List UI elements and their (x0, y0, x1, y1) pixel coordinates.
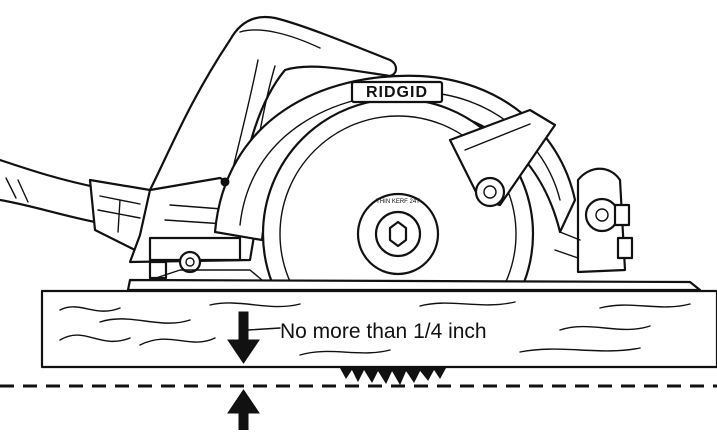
guard-lever (448, 108, 557, 208)
blade-label: THIN KERF 24T (376, 199, 420, 205)
up-arrow (227, 389, 260, 431)
power-cord (0, 158, 160, 252)
depth-knob (554, 167, 634, 274)
callout-label: No more than 1/4 inch (280, 320, 487, 343)
blade-teeth (339, 366, 447, 386)
ridgid-logo: RIDGID (350, 80, 444, 104)
down-arrow (227, 311, 260, 364)
brand-logo-text: RIDGID (366, 84, 428, 101)
callout-leader (247, 327, 281, 331)
